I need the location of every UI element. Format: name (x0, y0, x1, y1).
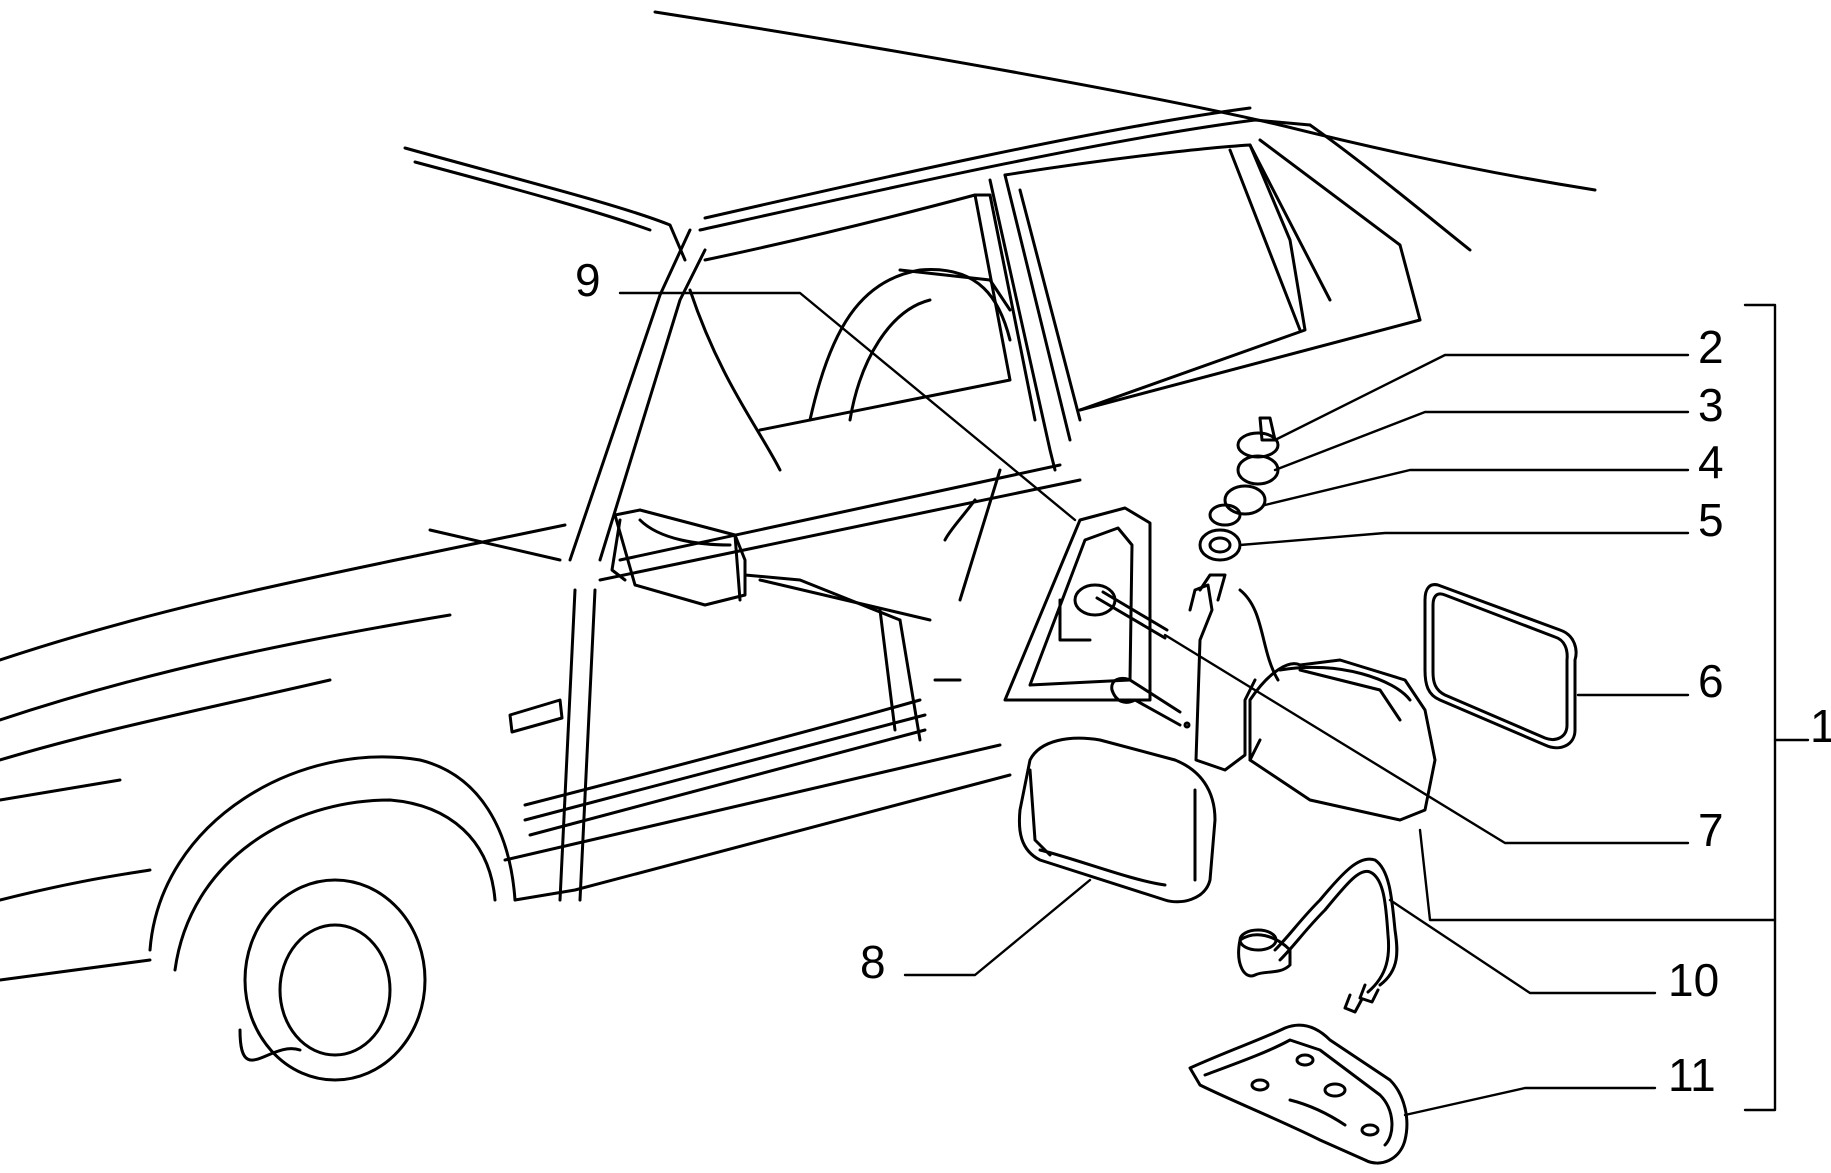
callout-6: 6 (1698, 655, 1724, 707)
callout-2: 2 (1698, 321, 1724, 373)
car-body (0, 10, 1597, 1082)
callout-9: 9 (575, 254, 601, 306)
leader-lines (618, 291, 1810, 1117)
callout-11: 11 (1668, 1049, 1716, 1101)
callout-1: 1 (1810, 700, 1831, 752)
callout-3: 3 (1698, 379, 1724, 431)
callout-labels: 9 2 3 4 5 6 1 7 8 10 11 (575, 254, 1831, 1101)
callout-5: 5 (1698, 494, 1724, 546)
part-9-triangle-seal (1003, 506, 1152, 702)
part-11-base-plate (1188, 1023, 1409, 1165)
part-7-mirror-body (1188, 583, 1437, 822)
part-7-bolts (1095, 590, 1191, 729)
callout-8: 8 (860, 936, 886, 988)
callout-10: 10 (1668, 954, 1719, 1006)
part-2-3-4-5-stack (1198, 416, 1280, 602)
part-8-cover (1017, 736, 1217, 904)
callout-7: 7 (1698, 804, 1724, 856)
part-10-cable-motor (1237, 857, 1399, 1014)
callout-4: 4 (1698, 436, 1724, 488)
part-6-glass (1423, 583, 1578, 750)
